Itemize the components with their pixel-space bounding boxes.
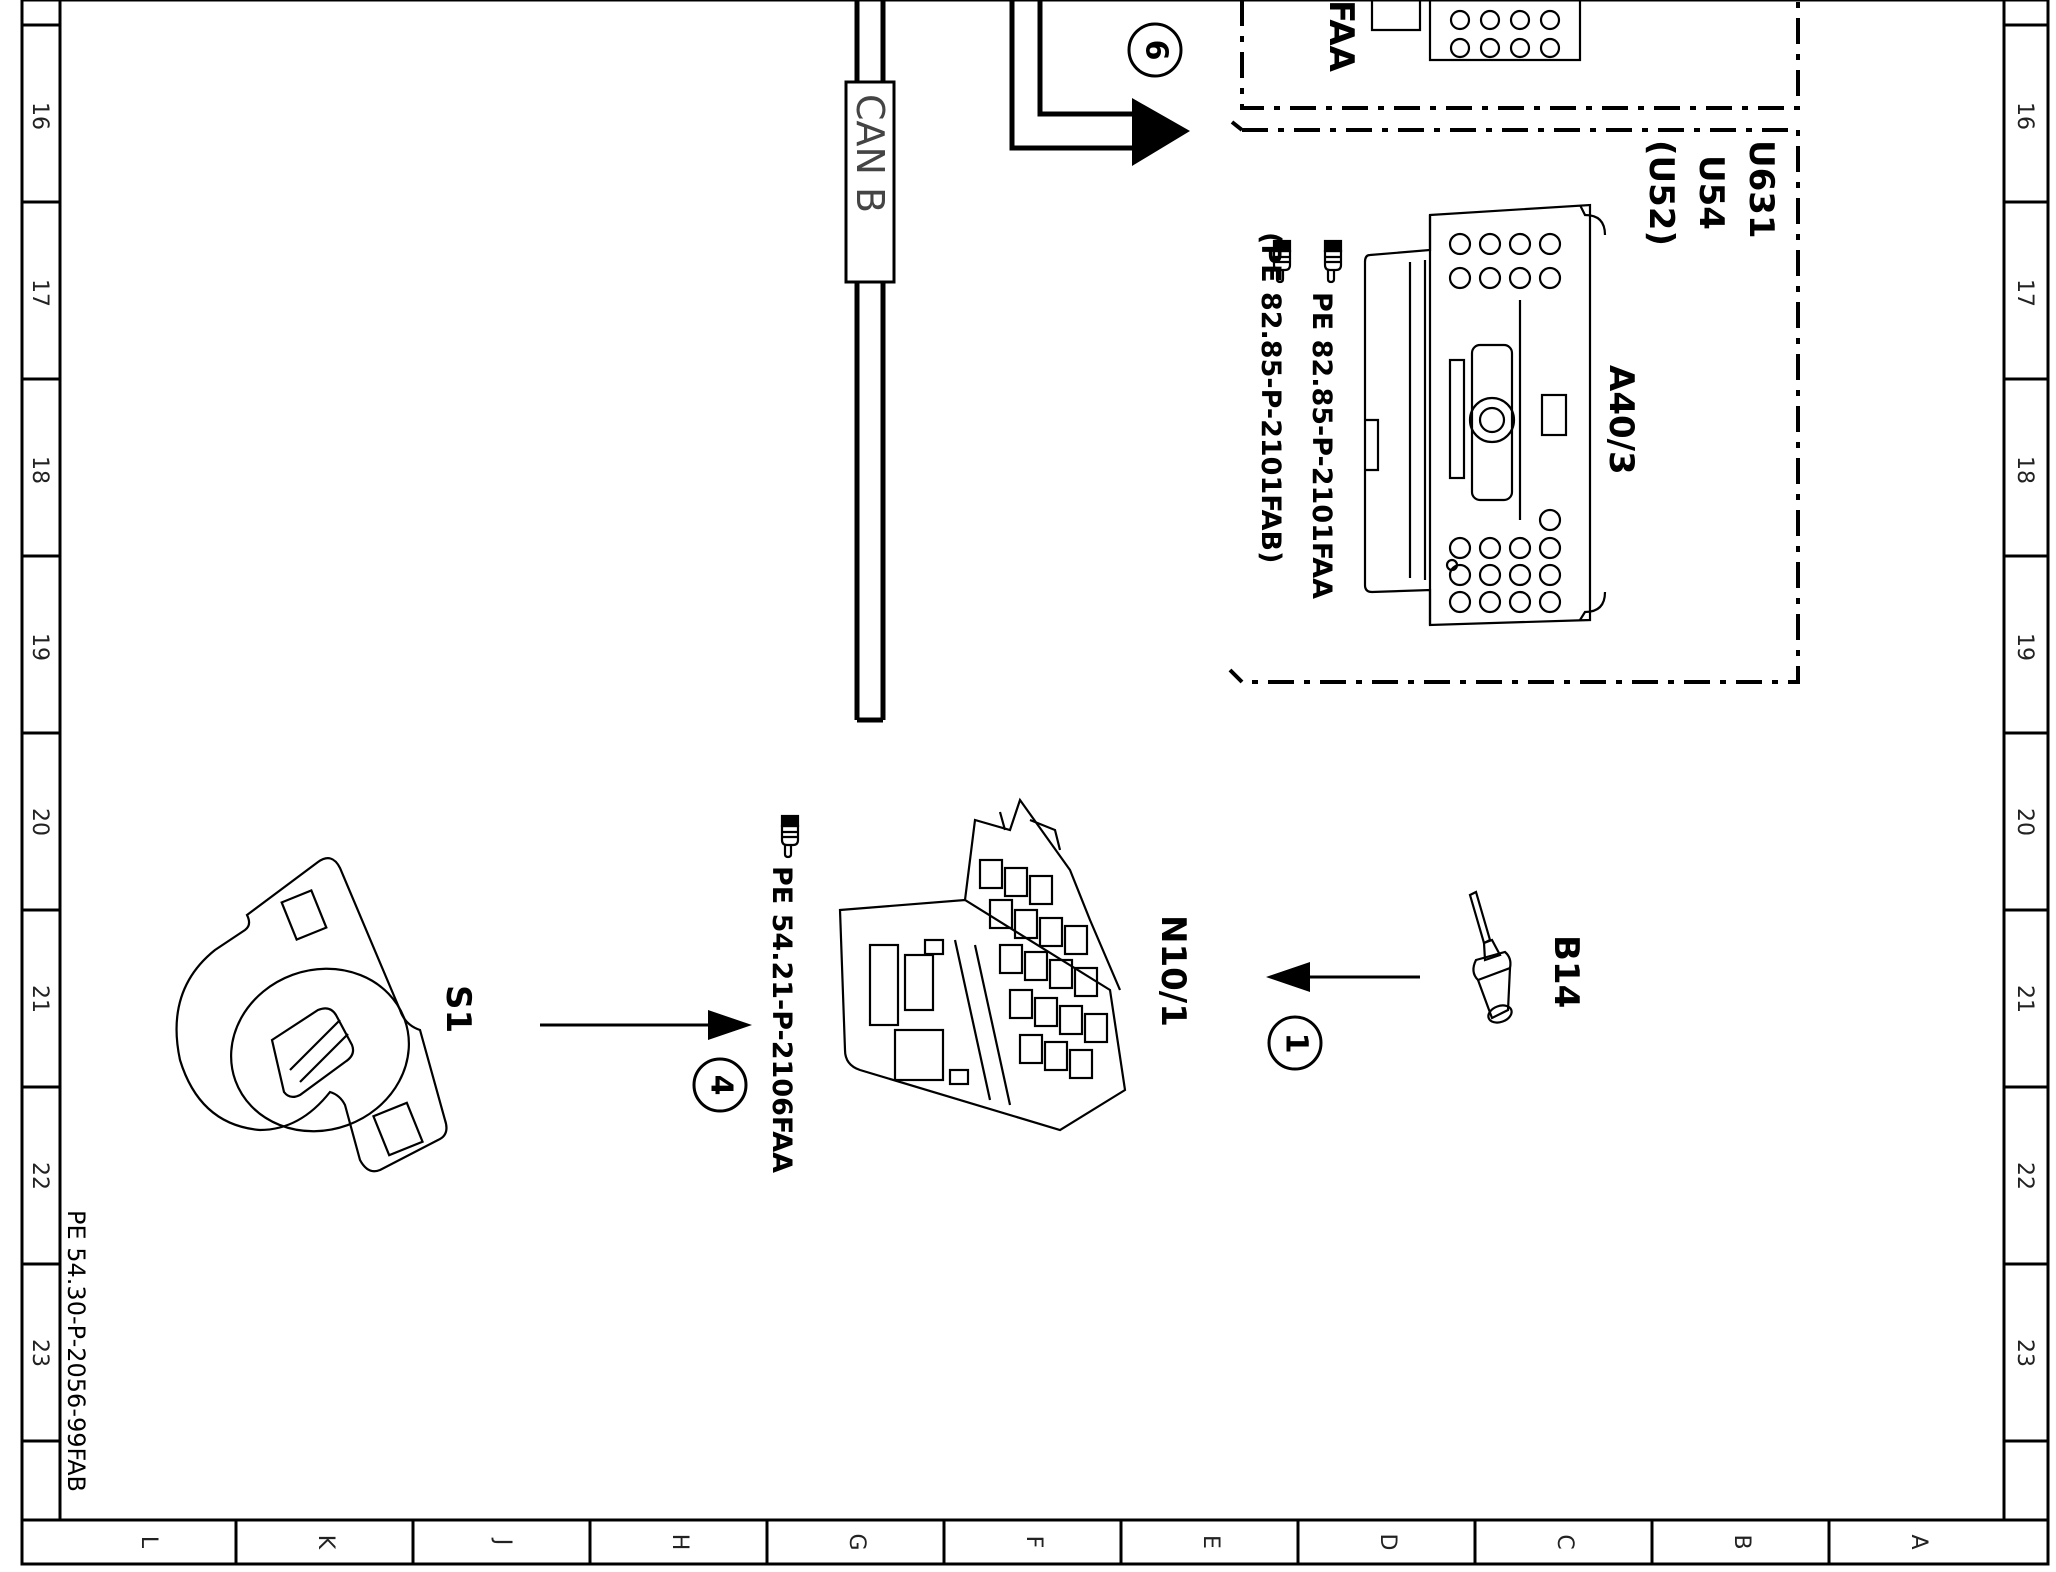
component-a40-3: A40/3 <box>1601 365 1641 475</box>
left-row-23: 23 <box>27 1339 52 1367</box>
n10-1-label: N10/1 <box>1153 915 1193 1027</box>
col-letter-E: E <box>1198 1535 1223 1549</box>
col-letter-A: A <box>1906 1534 1931 1549</box>
doc-reference: PE 54.30-P-2056-99FAB <box>62 1210 90 1492</box>
col-letter-L: L <box>136 1536 161 1549</box>
right-row-16: 16 <box>2012 102 2037 130</box>
left-row-numbers: 16 17 18 19 20 21 22 23 <box>27 102 52 1367</box>
right-row-23: 23 <box>2012 1339 2037 1367</box>
col-letter-C: C <box>1552 1534 1577 1549</box>
right-row-21: 21 <box>2012 985 2037 1013</box>
callout-1-arrow: 1 <box>1266 962 1420 1071</box>
callout-6-number: 6 <box>1139 40 1174 61</box>
a40-3-top-pins <box>1448 232 1562 290</box>
left-row-20: 20 <box>27 808 52 836</box>
right-row-22: 22 <box>2012 1162 2037 1190</box>
right-row-19: 19 <box>2012 633 2037 661</box>
bottom-column-letters: L K J H G F E D C B A <box>136 1533 1931 1550</box>
left-row-21: 21 <box>27 985 52 1013</box>
pointing-hand-icon <box>1323 239 1343 284</box>
module-code-u631: U631 <box>1741 140 1781 239</box>
n10-1-ref: PE 54.21-P-2106FAA <box>766 866 797 1173</box>
s1-label: S1 <box>438 985 478 1033</box>
module-code-u52: (U52) <box>1641 140 1681 246</box>
top-partial-box: FAA <box>1240 0 1800 110</box>
col-letter-D: D <box>1375 1534 1400 1551</box>
left-row-17: 17 <box>27 279 52 307</box>
col-letter-K: K <box>313 1535 338 1550</box>
callout-6-arrow: 6 <box>1009 0 1190 166</box>
left-row-18: 18 <box>27 456 52 484</box>
module-code-u54: U54 <box>1691 155 1731 230</box>
left-row-19: 19 <box>27 633 52 661</box>
col-letter-B: B <box>1729 1534 1754 1549</box>
right-row-20: 20 <box>2012 808 2037 836</box>
right-row-18: 18 <box>2012 456 2037 484</box>
col-letter-J: J <box>490 1537 515 1546</box>
pointing-hand-icon <box>780 814 800 859</box>
a40-3-ref-1: PE 82.85-P-2101FAA <box>1306 292 1337 599</box>
col-letter-H: H <box>667 1534 692 1551</box>
a40-3-bottom-pins <box>1448 508 1562 614</box>
callout-4-arrow: 4 <box>540 1010 752 1113</box>
right-row-numbers: 16 17 18 19 20 21 22 23 <box>2012 102 2037 1367</box>
callout-4-number: 4 <box>704 1075 739 1096</box>
left-row-22: 22 <box>27 1162 52 1190</box>
right-row-17: 17 <box>2012 279 2037 307</box>
col-letter-F: F <box>1021 1536 1046 1549</box>
top-partial-text: FAA <box>1321 0 1361 73</box>
can-b-label: CAN B <box>848 94 892 213</box>
left-row-16: 16 <box>27 102 52 130</box>
b14-sensor-drawing: B14 <box>1468 890 1586 1024</box>
col-letter-G: G <box>844 1533 869 1550</box>
n10-1-module-drawing: N10/1 <box>838 797 1193 1132</box>
a40-3-unit-drawing <box>1363 203 1607 627</box>
a40-3-ref-2: (PE 82.85-P-2101FAB) <box>1255 232 1286 563</box>
callout-1-number: 1 <box>1279 1033 1314 1054</box>
drawing-frame <box>20 0 2050 1566</box>
b14-label: B14 <box>1546 935 1586 1008</box>
can-b-bus: CAN B <box>844 0 896 723</box>
s1-switch-drawing: S1 <box>175 857 478 1173</box>
module-box-a40-3: U631 U54 (U52) A40/3 <box>1228 120 1800 684</box>
